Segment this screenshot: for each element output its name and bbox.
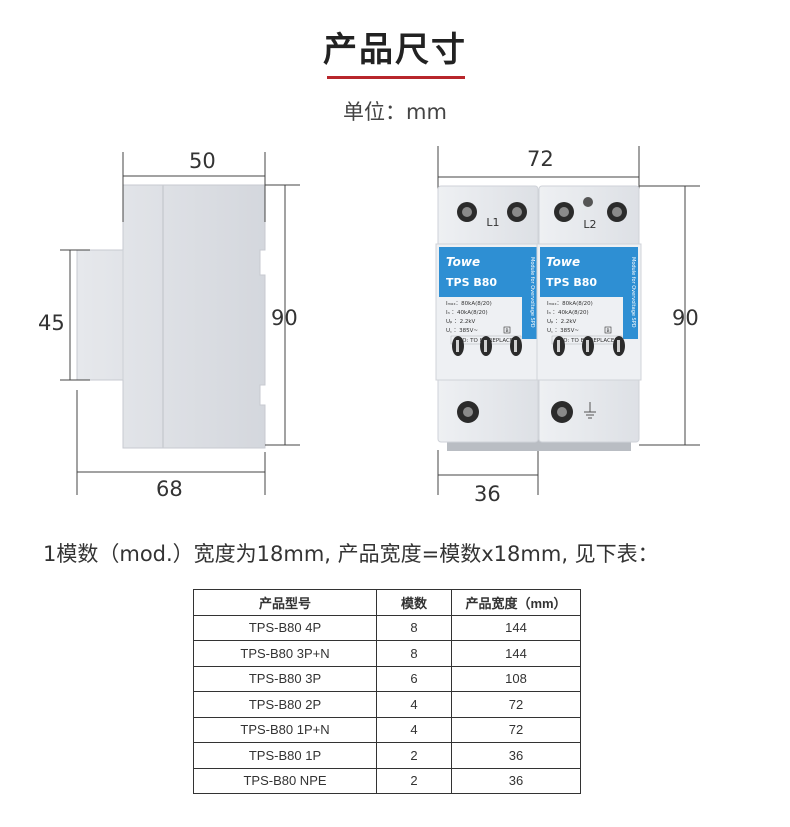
module-right: L2 Towe TPS B80 Module for Overvoltage S… xyxy=(536,185,642,443)
label-l2: L2 xyxy=(583,218,596,231)
dim-front-module: 36 xyxy=(474,482,501,506)
page-title: 产品尺寸 xyxy=(323,30,467,70)
cell-modules: 8 xyxy=(376,640,452,667)
spec-line-right-2: Iₙ ：40kA(8/20) xyxy=(547,310,589,316)
cell-width: 144 xyxy=(451,614,581,641)
table-row: TPS-B80 4P 8 144 xyxy=(193,614,581,641)
table-row: TPS-B80 2P 4 72 xyxy=(193,691,581,718)
brand-logo-right: Towe xyxy=(546,255,580,269)
header-modules: 模数 xyxy=(376,589,452,616)
side-text-right: Module for Overvoltage SPD xyxy=(630,257,636,328)
cell-model: TPS-B80 1P xyxy=(193,742,377,769)
badge-right: B xyxy=(606,328,609,334)
spec-line-left-1: Iₘₐₓ：80kA(8/20) xyxy=(446,301,492,307)
table-row: TPS-B80 NPE 2 36 xyxy=(193,767,581,794)
cell-model: TPS-B80 NPE xyxy=(193,767,377,794)
cell-model: TPS-B80 3P xyxy=(193,665,377,692)
cell-model: TPS-B80 1P+N xyxy=(193,716,377,743)
label-l1: L1 xyxy=(486,216,499,229)
spec-line-left-2: Iₙ ：40kA(8/20) xyxy=(446,310,488,316)
model-width-table: 产品型号 模数 产品宽度（mm） TPS-B80 4P 8 144 TPS-B8… xyxy=(193,589,581,794)
cell-modules: 4 xyxy=(376,716,452,743)
spec-line-left-4: U꜀ ：385V~ xyxy=(446,328,478,334)
cell-model: TPS-B80 3P+N xyxy=(193,640,377,667)
table-header-row: 产品型号 模数 产品宽度（mm） xyxy=(193,589,581,616)
brand-logo-left: Towe xyxy=(446,255,480,269)
dim-side-width: 68 xyxy=(156,477,183,501)
side-view-drawing xyxy=(60,152,300,495)
cell-modules: 4 xyxy=(376,691,452,718)
spec-line-right-1: Iₘₐₓ：80kA(8/20) xyxy=(547,301,593,307)
title-underline xyxy=(327,76,465,79)
dim-side-depth: 50 xyxy=(189,149,216,173)
front-view-drawing: L1 Towe TPS B80 Module for Overvoltage S… xyxy=(435,146,700,495)
spec-line-right-4: U꜀ ：385V~ xyxy=(547,328,579,334)
cell-width: 108 xyxy=(451,665,581,692)
ground-icon xyxy=(584,402,596,419)
module-width-note: 1模数（mod.）宽度为18mm, 产品宽度=模数x18mm, 见下表： xyxy=(43,542,659,566)
dim-front-width: 72 xyxy=(527,147,554,171)
cell-width: 72 xyxy=(451,691,581,718)
cell-width: 144 xyxy=(451,640,581,667)
dim-side-height-small: 45 xyxy=(38,311,65,335)
spec-line-right-3: Uₚ ：2.2kV xyxy=(547,319,577,325)
unit-label: 单位：mm xyxy=(343,100,447,124)
header-model: 产品型号 xyxy=(193,589,377,616)
cell-modules: 8 xyxy=(376,614,452,641)
cell-modules: 6 xyxy=(376,665,452,692)
header-width: 产品宽度（mm） xyxy=(451,589,581,616)
cell-model: TPS-B80 2P xyxy=(193,691,377,718)
cell-model: TPS-B80 4P xyxy=(193,614,377,641)
dim-side-height: 90 xyxy=(271,306,298,330)
cell-width: 36 xyxy=(451,742,581,769)
spec-line-left-3: Uₚ ：2.2kV xyxy=(446,319,476,325)
module-left: L1 Towe TPS B80 Module for Overvoltage S… xyxy=(435,185,541,443)
cell-modules: 2 xyxy=(376,742,452,769)
cell-width: 72 xyxy=(451,716,581,743)
table-row: TPS-B80 1P 2 36 xyxy=(193,742,581,769)
cell-width: 36 xyxy=(451,767,581,794)
dim-front-height: 90 xyxy=(672,306,699,330)
model-right: TPS B80 xyxy=(546,276,597,289)
badge-left: B xyxy=(505,328,508,334)
cell-modules: 2 xyxy=(376,767,452,794)
model-left: TPS B80 xyxy=(446,276,497,289)
table-row: TPS-B80 3P 6 108 xyxy=(193,665,581,692)
side-text-left: Module for Overvoltage SPD xyxy=(529,257,535,328)
table-row: TPS-B80 1P+N 4 72 xyxy=(193,716,581,743)
table-row: TPS-B80 3P+N 8 144 xyxy=(193,640,581,667)
